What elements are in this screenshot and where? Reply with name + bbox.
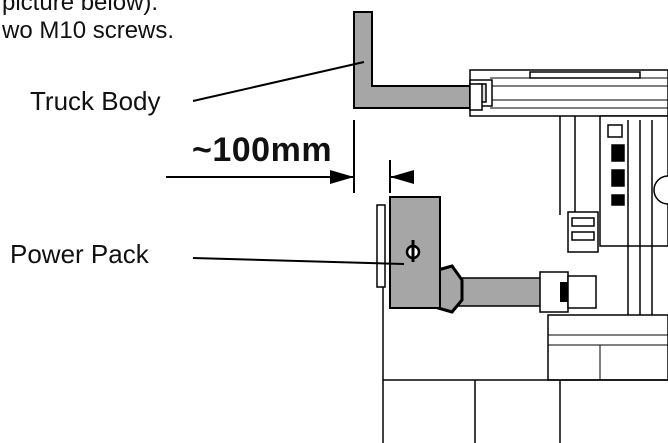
truck-body-leader: [192, 61, 365, 102]
power-pack-shape: [389, 196, 597, 314]
truck-body-cap: [469, 83, 483, 111]
instruction-text-line-2: wo M10 screws.: [2, 17, 175, 44]
dimension-annotation: [166, 120, 414, 193]
dimension-label: ~100mm: [192, 131, 333, 169]
truck-body-shape: [353, 11, 471, 109]
truck-body-label: Truck Body: [30, 86, 161, 116]
power-pack-leader: [192, 257, 405, 265]
power-pack-label: Power Pack: [10, 239, 149, 269]
instruction-text-line-1: picture below).: [2, 0, 159, 16]
